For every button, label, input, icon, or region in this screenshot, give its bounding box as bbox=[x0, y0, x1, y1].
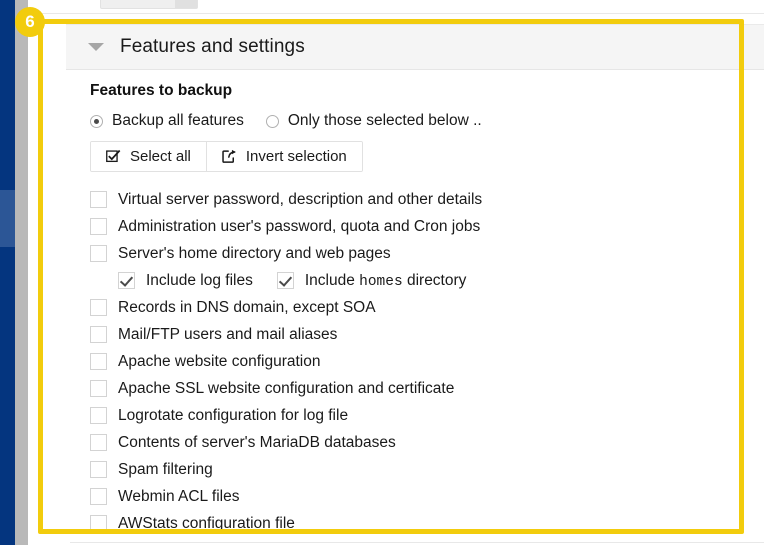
sub-option-label: Include homes directory bbox=[305, 272, 467, 290]
feature-label: Apache website configuration bbox=[118, 352, 321, 370]
feature-row[interactable]: Contents of server's MariaDB databases bbox=[90, 429, 764, 456]
features-and-settings-panel: Features and settings Features to backup… bbox=[66, 19, 764, 532]
share-arrow-icon bbox=[222, 149, 237, 164]
feature-label: AWStats configuration file bbox=[118, 514, 295, 532]
panel-content: Features to backup Backup all features O… bbox=[66, 71, 764, 537]
sidebar-active-item[interactable] bbox=[0, 190, 15, 247]
divider-top bbox=[28, 13, 764, 14]
sub-option-label: Include log files bbox=[146, 271, 253, 289]
feature-checkbox[interactable] bbox=[90, 434, 107, 451]
step-badge: 6 bbox=[15, 7, 45, 37]
feature-row[interactable]: Apache website configuration bbox=[90, 348, 764, 375]
sub-option-checkbox[interactable] bbox=[276, 272, 294, 289]
sidebar-gutter bbox=[15, 0, 28, 545]
feature-row[interactable]: Spam filtering bbox=[90, 456, 764, 483]
feature-label: Logrotate configuration for log file bbox=[118, 406, 349, 424]
feature-row[interactable]: Logrotate configuration for log file bbox=[90, 402, 764, 429]
feature-checkbox[interactable] bbox=[90, 488, 107, 505]
feature-checkbox[interactable] bbox=[90, 191, 107, 208]
feature-row[interactable]: Apache SSL website configuration and cer… bbox=[90, 375, 764, 402]
feature-row[interactable]: Administration user's password, quota an… bbox=[90, 213, 764, 240]
feature-checkbox[interactable] bbox=[90, 299, 107, 316]
feature-label: Virtual server password, description and… bbox=[118, 190, 483, 208]
sub-option-include-homes-directory[interactable]: Include homes directory bbox=[276, 272, 467, 290]
feature-checkbox[interactable] bbox=[90, 353, 107, 370]
radio-backup-all-features[interactable]: Backup all features bbox=[90, 112, 244, 130]
app-sidebar bbox=[0, 0, 15, 545]
feature-checkbox[interactable] bbox=[90, 407, 107, 424]
radio-label: Backup all features bbox=[112, 112, 244, 129]
radio-label: Only those selected below .. bbox=[287, 112, 482, 129]
feature-checkbox[interactable] bbox=[90, 380, 107, 397]
feature-label: Contents of server's MariaDB databases bbox=[118, 433, 396, 451]
sub-option-label-mono: homes bbox=[359, 273, 403, 290]
radio-indicator[interactable] bbox=[90, 114, 103, 128]
feature-row[interactable]: Records in DNS domain, except SOA bbox=[90, 294, 764, 321]
panel-title: Features and settings bbox=[120, 36, 305, 57]
feature-checkbox[interactable] bbox=[90, 326, 107, 343]
sub-option-checkbox[interactable] bbox=[118, 272, 135, 289]
feature-checkbox[interactable] bbox=[90, 515, 107, 532]
feature-label: Spam filtering bbox=[118, 460, 213, 478]
select-all-label: Select all bbox=[130, 148, 191, 165]
invert-selection-button[interactable]: Invert selection bbox=[205, 142, 362, 171]
select-all-button[interactable]: Select all bbox=[91, 142, 206, 171]
divider-bottom bbox=[70, 542, 764, 543]
feature-label: Apache SSL website configuration and cer… bbox=[118, 379, 455, 397]
panel-header[interactable]: Features and settings bbox=[66, 24, 764, 70]
partial-dropdown-field[interactable] bbox=[100, 0, 198, 9]
feature-label: Records in DNS domain, except SOA bbox=[118, 298, 376, 316]
feature-checkbox[interactable] bbox=[90, 218, 107, 235]
sub-option-include-log-files[interactable]: Include log files bbox=[118, 272, 253, 290]
section-heading: Features to backup bbox=[90, 82, 233, 99]
chevron-down-icon[interactable] bbox=[88, 43, 104, 51]
feature-row[interactable]: Virtual server password, description and… bbox=[90, 186, 764, 213]
radio-indicator[interactable] bbox=[265, 114, 279, 128]
feature-row[interactable]: Server's home directory and web pages bbox=[90, 240, 764, 267]
backup-mode-radio-group: Backup all features Only those selected … bbox=[90, 110, 764, 132]
feature-label: Webmin ACL files bbox=[118, 487, 240, 505]
feature-sub-options-row: Include log files Include homes director… bbox=[90, 267, 764, 294]
sub-option-label-prefix: Include bbox=[304, 271, 360, 289]
selection-button-group: Select all Invert selection bbox=[90, 141, 363, 172]
feature-checkbox[interactable] bbox=[90, 461, 107, 478]
feature-label: Server's home directory and web pages bbox=[118, 244, 391, 262]
feature-row[interactable]: Mail/FTP users and mail aliases bbox=[90, 321, 764, 348]
checkbox-checked-icon bbox=[106, 149, 121, 164]
sub-option-label-suffix: directory bbox=[402, 271, 467, 289]
feature-row[interactable]: Webmin ACL files bbox=[90, 483, 764, 510]
feature-checkbox-list: Virtual server password, description and… bbox=[90, 186, 764, 537]
radio-only-selected-below[interactable]: Only those selected below .. bbox=[265, 112, 482, 130]
feature-checkbox[interactable] bbox=[90, 245, 107, 262]
feature-row[interactable]: AWStats configuration file bbox=[90, 510, 764, 537]
feature-label: Administration user's password, quota an… bbox=[118, 217, 481, 235]
page-body: Features and settings Features to backup… bbox=[28, 0, 764, 545]
invert-selection-label: Invert selection bbox=[245, 148, 347, 165]
dropdown-button[interactable] bbox=[175, 0, 197, 8]
feature-label: Mail/FTP users and mail aliases bbox=[118, 325, 338, 343]
